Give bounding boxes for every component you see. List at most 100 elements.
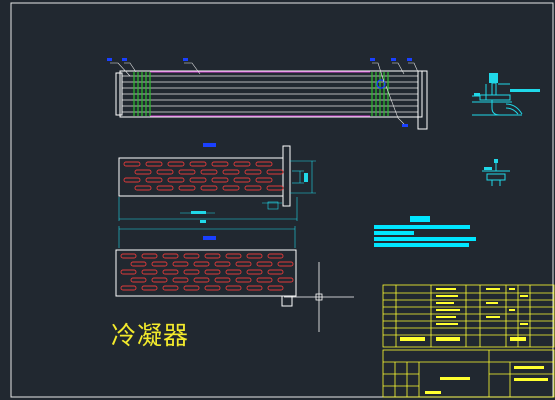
baffle-slot	[204, 269, 221, 275]
baffle-slot	[123, 161, 141, 167]
baffle-slot	[204, 253, 221, 259]
view-label-tag-1	[203, 143, 216, 147]
baffle-slot	[225, 269, 242, 275]
baffle-slot	[162, 269, 179, 275]
baffle-2-foot	[281, 295, 293, 307]
nozzle-label-bar-2	[474, 93, 480, 96]
fitting-top	[494, 159, 498, 163]
baffle-slot	[200, 185, 218, 191]
baffle-slot	[214, 261, 231, 267]
nozzle-leader	[385, 85, 405, 125]
tube-bundle-body	[119, 70, 423, 118]
cad-crosshair-cursor	[284, 262, 354, 332]
fitting-body	[486, 173, 506, 181]
baffle-slot	[266, 169, 284, 175]
baffle-slot	[172, 261, 189, 267]
dimension-text-1	[191, 211, 206, 214]
callout-tags	[107, 58, 412, 127]
fitting-detail	[482, 159, 510, 186]
baffle-slot	[267, 269, 284, 275]
baffle-slot	[266, 185, 284, 191]
baffle-slot	[120, 269, 137, 275]
baffle-slot	[162, 285, 179, 291]
dimension-text-3	[304, 173, 308, 182]
baffle-slot	[141, 285, 158, 291]
baffle-slot	[233, 177, 251, 183]
baffle-slot	[211, 161, 229, 167]
baffle-slot	[145, 161, 163, 167]
tube-sheet-left	[133, 72, 151, 116]
baffle-slot	[235, 261, 252, 267]
baffle-slot	[244, 169, 262, 175]
baffle-slot	[167, 177, 185, 183]
baffle-slot	[120, 253, 137, 259]
baffle-view-1	[118, 145, 316, 223]
baffle-slot	[222, 185, 240, 191]
baffle-slot	[193, 277, 210, 283]
baffle-slot	[178, 185, 196, 191]
baffle-slot	[244, 185, 262, 191]
baffle-slot	[211, 177, 229, 183]
tube-bundle-view	[107, 58, 428, 130]
baffle-slot	[167, 161, 185, 167]
baffle-slot	[256, 277, 273, 283]
baffle-slot	[130, 261, 147, 267]
baffle-slot	[145, 177, 163, 183]
nozzle-neck	[491, 82, 497, 96]
dimension-lines-1	[118, 160, 316, 221]
baffle-slot	[183, 285, 200, 291]
baffle-slots-1	[123, 161, 284, 191]
nozzle-cap	[489, 73, 498, 83]
baffle-slot	[130, 277, 147, 283]
baffle-slots-2	[120, 253, 294, 291]
nozzle-elbow	[491, 100, 501, 116]
baffle-slot	[246, 269, 263, 275]
baffle-slot	[183, 269, 200, 275]
baffle-slot	[178, 169, 196, 175]
baffle-slot	[134, 169, 152, 175]
end-flange-right	[417, 70, 428, 130]
dimension-box	[267, 201, 279, 210]
baffle-view-2	[115, 226, 297, 307]
dimension-text-2	[200, 220, 206, 223]
baffle-slot	[151, 277, 168, 283]
baffle-slot	[120, 285, 137, 291]
baffle-slot	[156, 185, 174, 191]
baffle-slot	[189, 177, 207, 183]
baffle-slot	[277, 261, 294, 267]
baffle-slot	[214, 277, 231, 283]
baffle-slot	[189, 161, 207, 167]
tube-lines	[122, 75, 418, 113]
view-label-tag-2	[203, 236, 216, 240]
baffle-slot	[255, 161, 273, 167]
baffle-slot	[134, 185, 152, 191]
baffle-slot	[141, 253, 158, 259]
drawing-border	[10, 2, 554, 398]
baffle-slot	[267, 285, 284, 291]
baffle-slot	[172, 277, 189, 283]
title-block-text-bars	[400, 288, 548, 394]
callout-leaders	[110, 62, 419, 83]
baffle-slot	[233, 161, 251, 167]
nozzle-marker	[376, 79, 386, 89]
title-block	[382, 284, 555, 398]
nozzle-flange	[479, 94, 511, 101]
baffle-slot	[277, 277, 294, 283]
tube-sheet-right	[371, 72, 389, 116]
baffle-slot	[123, 177, 141, 183]
end-cap-left	[115, 72, 123, 116]
baffle-slot	[267, 253, 284, 259]
drawing-title: 冷凝器	[111, 321, 190, 350]
baffle-2-body	[115, 249, 297, 297]
baffle-slot	[204, 285, 221, 291]
parts-list-frame	[382, 284, 555, 348]
baffle-slot	[255, 177, 273, 183]
baffle-slot	[225, 285, 242, 291]
baffle-slot	[256, 261, 273, 267]
baffle-slot	[225, 253, 242, 259]
baffle-slot	[200, 169, 218, 175]
baffle-slot	[222, 169, 240, 175]
baffle-slot	[162, 253, 179, 259]
